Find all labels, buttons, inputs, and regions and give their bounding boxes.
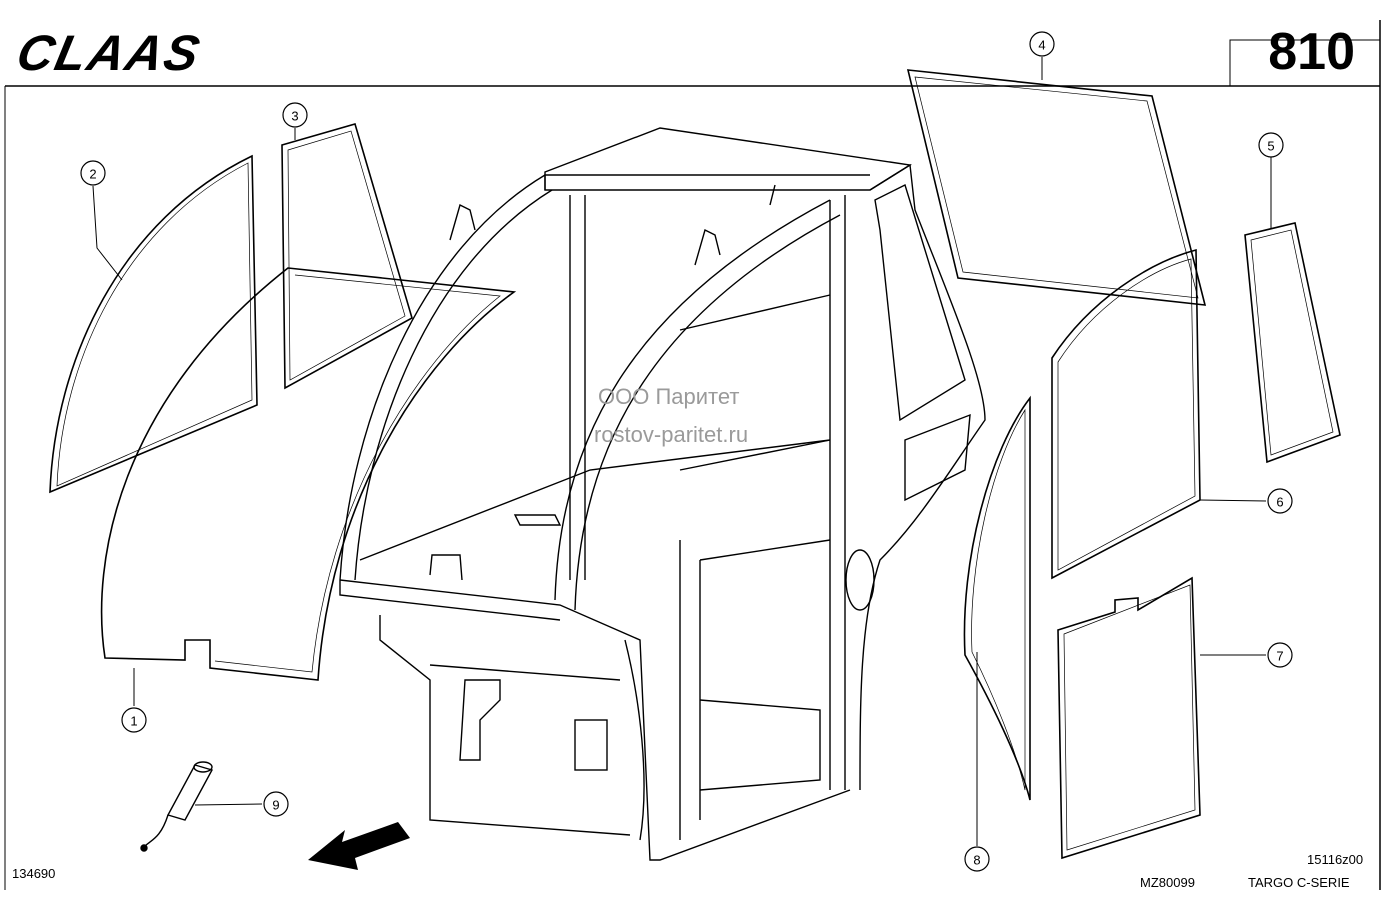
callout-1 [121,707,147,733]
glass-part-5 [1244,222,1341,464]
callout-bubbles [80,31,1293,872]
glass-part-8 [963,395,1031,801]
footer-drawing-code: MZ80099 [1140,875,1195,890]
callout-label-8[interactable]: 8 [973,853,980,868]
callout-2 [80,160,106,186]
direction-arrow [308,822,410,870]
callout-8 [964,846,990,872]
cab-frame [339,127,986,861]
callout-9 [263,791,289,817]
callout-numbers: 1 2 3 4 5 6 7 8 9 [89,38,1283,868]
callout-3 [282,102,308,128]
glass-part-2 [49,154,258,494]
callout-label-6[interactable]: 6 [1276,495,1283,510]
callout-4 [1029,31,1055,57]
page-number: 810 [1268,23,1355,81]
watermark-site: rostov-paritet.ru [594,422,749,447]
leader-lines [92,57,1272,846]
footer-model: TARGO C-SERIE [1248,875,1350,890]
glass-part-7 [1057,576,1201,860]
callout-label-3[interactable]: 3 [291,109,298,124]
callout-label-5[interactable]: 5 [1267,139,1274,154]
footer-left-code: 134690 [12,866,56,881]
frame-lines [4,20,1381,890]
callout-5 [1258,132,1284,158]
part-9-sensor [140,761,214,852]
callout-label-7[interactable]: 7 [1276,649,1283,664]
footer-ref-code: 15116z00 [1307,852,1364,867]
callout-label-1[interactable]: 1 [130,714,137,729]
glass-part-3 [281,123,413,390]
callout-label-2[interactable]: 2 [89,167,96,182]
callout-7 [1267,642,1293,668]
callout-6 [1267,488,1293,514]
watermark-company: ООО Паритет [598,384,740,409]
glass-part-6 [1051,248,1201,580]
callout-label-4[interactable]: 4 [1038,38,1045,53]
glass-part-1 [100,267,517,681]
glass-part-4 [906,69,1207,306]
callout-label-9[interactable]: 9 [272,798,279,813]
